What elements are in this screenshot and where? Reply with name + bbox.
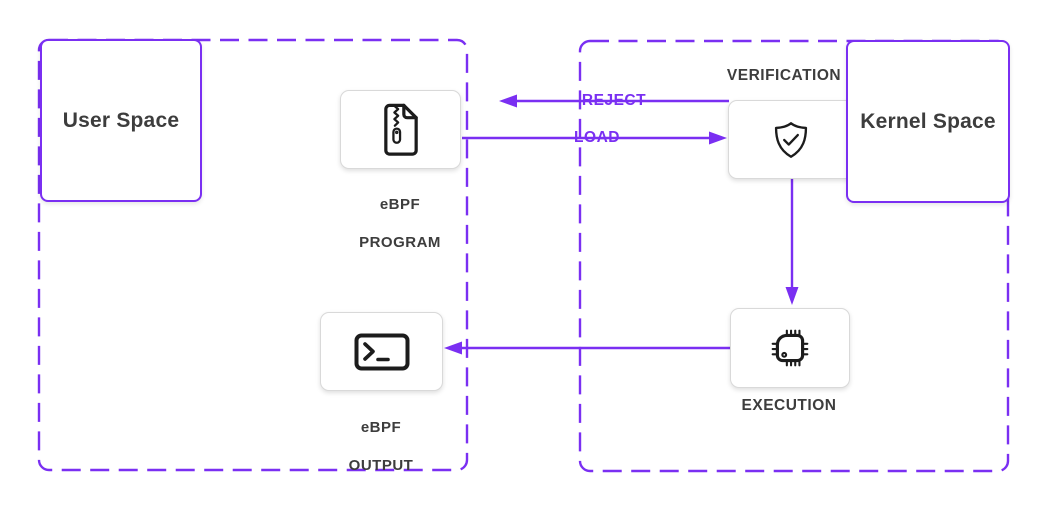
ebpf-program-label: eBPF PROGRAM <box>359 176 441 252</box>
terminal-icon <box>354 333 409 370</box>
ebpf-program-label-line2: PROGRAM <box>359 234 441 251</box>
kernel-space-region-outline <box>578 39 1010 473</box>
execution-node <box>730 308 850 388</box>
ebpf-program-label-line1: eBPF <box>379 196 421 213</box>
load-arrow-label: LOAD <box>574 129 620 146</box>
user-space-label: User Space <box>62 108 180 132</box>
user-space-box: User Space <box>40 39 202 202</box>
kernel-space-label: Kernel Space <box>860 109 996 133</box>
load-arrow <box>462 131 727 145</box>
verification-label: VERIFICATION <box>726 67 842 84</box>
reject-arrow-label: REJECT <box>581 92 647 109</box>
user-space-region-outline <box>37 38 469 472</box>
ebpf-output-node <box>320 312 443 391</box>
shield-check-icon <box>774 121 808 158</box>
reject-arrow <box>499 94 729 108</box>
execution-label: EXECUTION <box>741 397 837 414</box>
zip-file-icon <box>383 103 418 156</box>
ebpf-output-label-line2: OUTPUT <box>348 457 414 474</box>
kernel-space-box: Kernel Space <box>846 40 1010 203</box>
execution-to-output-arrow <box>444 341 730 355</box>
ebpf-output-label-line1: eBPF <box>360 419 402 436</box>
cpu-icon <box>771 329 809 367</box>
verification-to-execution-arrow <box>785 177 799 305</box>
verification-node <box>728 100 854 179</box>
ebpf-program-node <box>340 90 461 169</box>
ebpf-output-label: eBPF OUTPUT <box>349 399 414 475</box>
